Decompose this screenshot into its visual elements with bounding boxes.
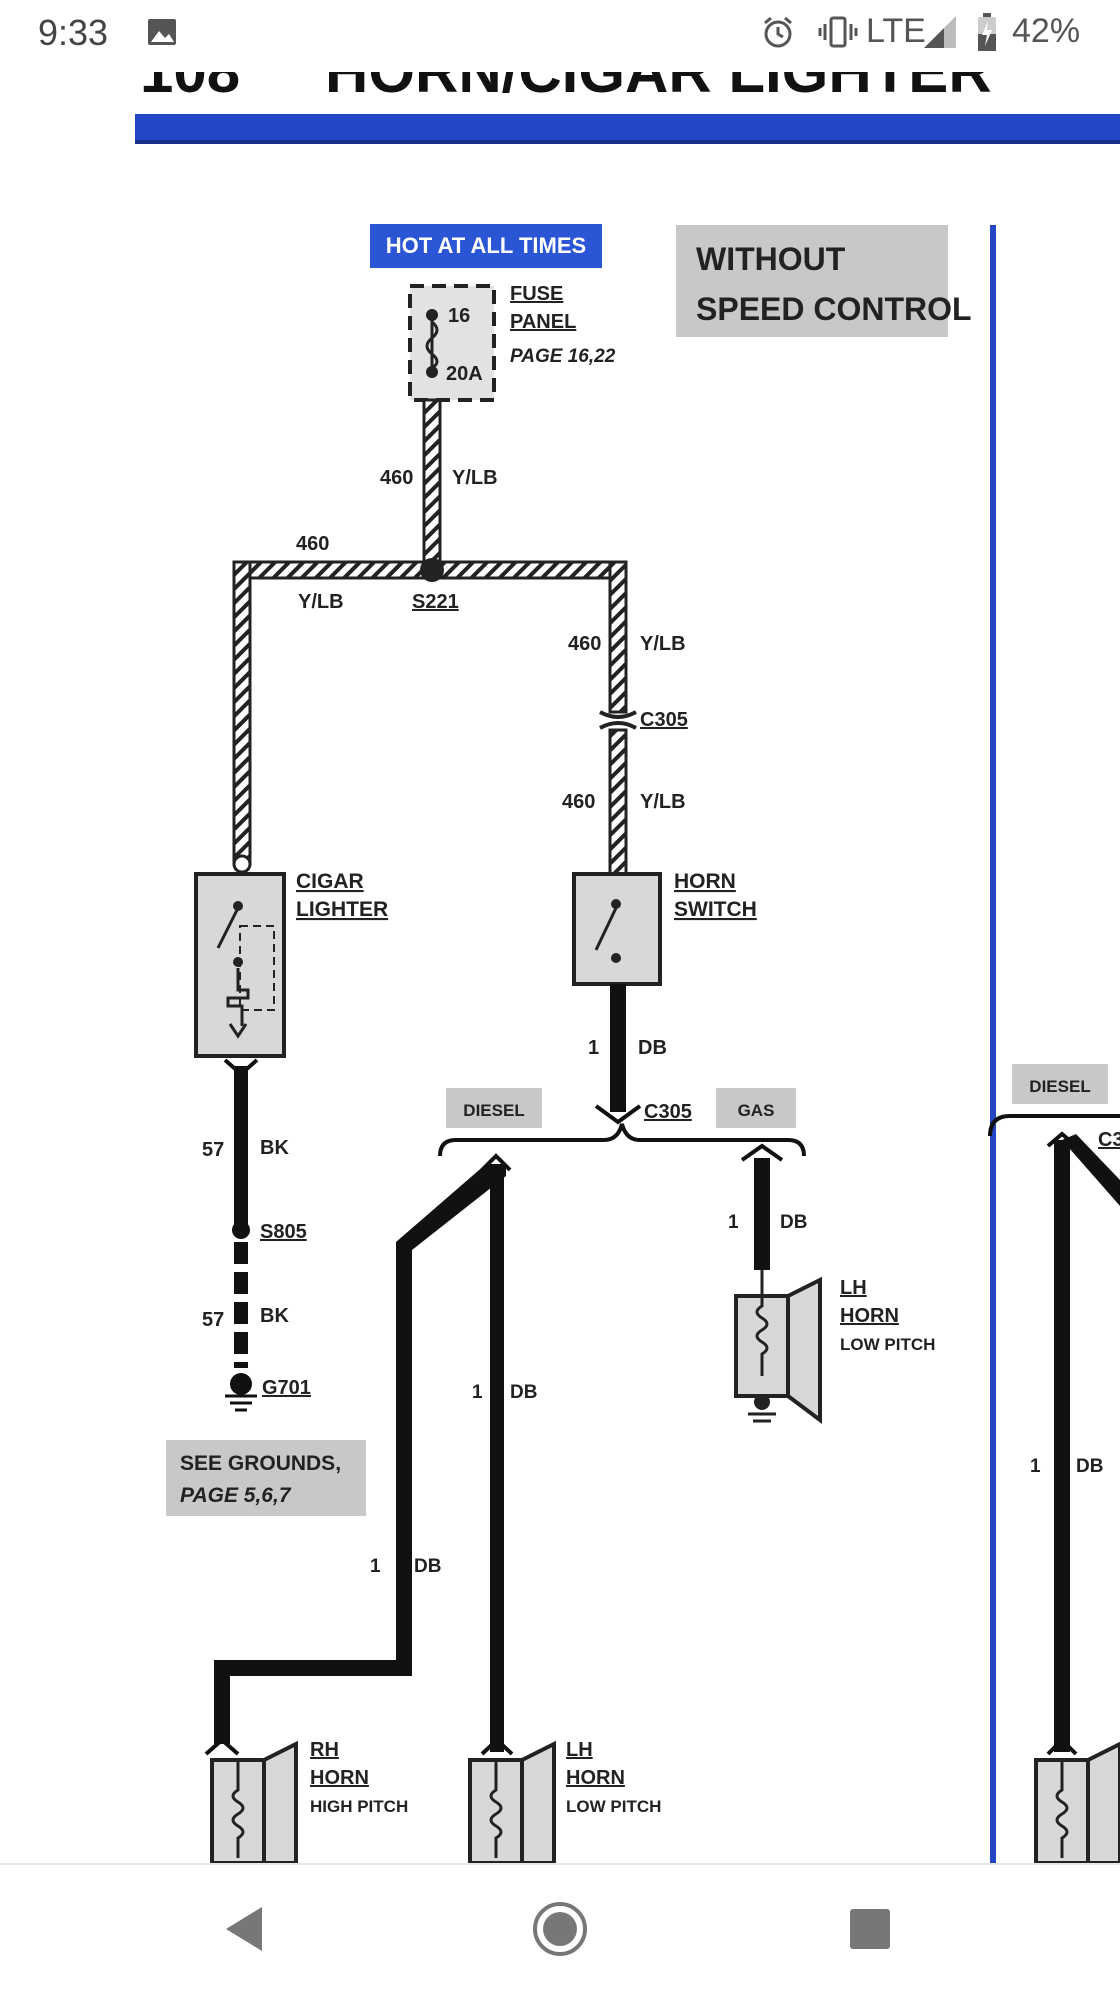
lh-horn-diesel	[468, 1737, 556, 1863]
status-bar: 9:33 LTE 42%	[0, 0, 1120, 68]
svg-text:SPEED CONTROL: SPEED CONTROL	[696, 291, 972, 327]
svg-text:SEE GROUNDS,: SEE GROUNDS,	[180, 1452, 341, 1475]
svg-text:LH: LH	[840, 1277, 867, 1299]
splice-s221-dot	[420, 558, 444, 582]
svg-text:PANEL: PANEL	[510, 311, 576, 333]
svg-text:DB: DB	[510, 1382, 537, 1403]
recents-icon[interactable]	[848, 1907, 892, 1951]
svg-text:C305: C305	[644, 1101, 692, 1123]
svg-text:1: 1	[728, 1212, 739, 1233]
svg-text:LOW PITCH: LOW PITCH	[840, 1335, 935, 1354]
document-viewer[interactable]: 108 HORN/CIGAR LIGHTER HOT AT ALL TIMES …	[0, 68, 1120, 1863]
back-icon[interactable]	[222, 1905, 268, 1953]
battery-percent: 42%	[1012, 12, 1081, 50]
svg-text:DIESEL: DIESEL	[463, 1101, 524, 1120]
svg-text:FUSE: FUSE	[510, 283, 563, 305]
svg-text:DB: DB	[1076, 1456, 1103, 1477]
svg-text:LIGHTER: LIGHTER	[296, 898, 388, 921]
svg-text:57: 57	[202, 1139, 224, 1161]
svg-text:CIGAR: CIGAR	[296, 870, 364, 893]
rh-horn-high-pitch	[204, 1737, 298, 1863]
svg-text:Y/LB: Y/LB	[452, 467, 498, 489]
diesel-label-box	[446, 1088, 542, 1128]
signal-icon	[924, 16, 956, 48]
svg-text:PAGE 5,6,7: PAGE 5,6,7	[180, 1484, 292, 1507]
battery-icon	[978, 13, 996, 51]
connector-brace	[438, 1123, 806, 1157]
svg-text:C305: C305	[640, 709, 688, 731]
panel-divider	[990, 225, 996, 1863]
alarm-icon	[764, 16, 792, 48]
svg-text:HORN: HORN	[310, 1767, 369, 1789]
svg-text:DB: DB	[780, 1212, 807, 1233]
home-icon[interactable]	[532, 1901, 588, 1957]
svg-text:DB: DB	[638, 1037, 667, 1059]
gas-label-box	[716, 1088, 796, 1128]
network-type: LTE	[866, 12, 926, 50]
svg-text:460: 460	[562, 791, 595, 813]
svg-text:HORN: HORN	[840, 1305, 899, 1327]
svg-text:DB: DB	[414, 1556, 441, 1577]
svg-text:460: 460	[296, 533, 329, 555]
svg-text:GAS: GAS	[738, 1101, 775, 1120]
page-number: 108	[140, 68, 240, 105]
variant-box	[676, 225, 948, 337]
svg-text:HORN: HORN	[674, 870, 736, 893]
svg-text:57: 57	[202, 1309, 224, 1331]
navigation-bar	[0, 1863, 1120, 1993]
fuse-box	[408, 284, 496, 402]
svg-text:WITHOUT: WITHOUT	[696, 241, 846, 277]
svg-text:460: 460	[568, 633, 601, 655]
svg-text:20A: 20A	[446, 363, 483, 385]
svg-text:HORN: HORN	[566, 1767, 625, 1789]
svg-text:C3: C3	[1098, 1129, 1120, 1151]
svg-text:HIGH PITCH: HIGH PITCH	[310, 1797, 408, 1816]
header-blue-band	[135, 114, 1120, 142]
horn-right-cropped	[1034, 1737, 1120, 1863]
wiring-diagram: 108 HORN/CIGAR LIGHTER HOT AT ALL TIMES …	[0, 68, 1120, 1863]
header-rule	[0, 68, 1120, 72]
svg-text:Y/LB: Y/LB	[640, 791, 686, 813]
svg-text:RH: RH	[310, 1739, 339, 1761]
vibrate-icon	[818, 16, 858, 48]
status-time: 9:33	[38, 12, 109, 53]
svg-text:S221: S221	[412, 591, 459, 613]
svg-text:1: 1	[1030, 1456, 1041, 1477]
svg-text:1: 1	[472, 1382, 483, 1403]
svg-text:LOW PITCH: LOW PITCH	[566, 1797, 661, 1816]
svg-text:16: 16	[448, 305, 470, 327]
svg-text:460: 460	[380, 467, 413, 489]
svg-text:1: 1	[588, 1037, 599, 1059]
svg-text:S805: S805	[260, 1221, 307, 1243]
see-grounds-box	[166, 1440, 366, 1516]
svg-text:Y/LB: Y/LB	[298, 591, 344, 613]
svg-text:BK: BK	[260, 1305, 289, 1327]
lh-horn-gas	[734, 1270, 822, 1424]
gallery-notification-icon	[148, 19, 176, 45]
svg-text:HOT AT ALL TIMES: HOT AT ALL TIMES	[386, 233, 586, 258]
horn-switch	[572, 872, 662, 986]
svg-text:G701: G701	[262, 1377, 311, 1399]
svg-text:PAGE 16,22: PAGE 16,22	[510, 346, 616, 367]
svg-text:LH: LH	[566, 1739, 593, 1761]
page-title: HORN/CIGAR LIGHTER	[325, 68, 992, 105]
hot-at-all-times-box	[370, 224, 602, 268]
svg-text:Y/LB: Y/LB	[640, 633, 686, 655]
svg-text:1: 1	[370, 1556, 381, 1577]
diesel-label-box-right	[1012, 1064, 1108, 1104]
svg-text:BK: BK	[260, 1137, 289, 1159]
svg-text:DIESEL: DIESEL	[1029, 1077, 1090, 1096]
svg-text:SWITCH: SWITCH	[674, 898, 757, 921]
